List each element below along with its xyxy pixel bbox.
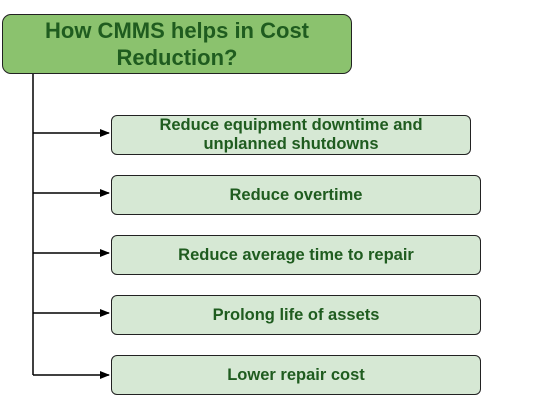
title-line-1: How CMMS helps in Cost (45, 18, 309, 43)
benefit-box-repair-time: Reduce average time to repair (111, 235, 481, 275)
benefit-text: Prolong life of assets (212, 305, 380, 324)
benefit-text: Lower repair cost (227, 365, 365, 384)
benefit-box-overtime: Reduce overtime (111, 175, 481, 215)
benefit-box-downtime: Reduce equipment downtime and unplanned … (111, 115, 471, 155)
title-text: How CMMS helps in Cost Reduction? (45, 17, 309, 71)
benefit-text: Reduce equipment downtime and unplanned … (159, 116, 422, 154)
benefit-line-2: unplanned shutdowns (203, 135, 379, 153)
benefit-box-asset-life: Prolong life of assets (111, 295, 481, 335)
benefit-box-repair-cost: Lower repair cost (111, 355, 481, 395)
benefit-text: Reduce average time to repair (178, 245, 414, 264)
title-box: How CMMS helps in Cost Reduction? (2, 14, 352, 74)
title-line-2: Reduction? (116, 45, 238, 70)
benefit-text: Reduce overtime (229, 185, 363, 204)
benefit-line-1: Reduce equipment downtime and (159, 116, 423, 134)
